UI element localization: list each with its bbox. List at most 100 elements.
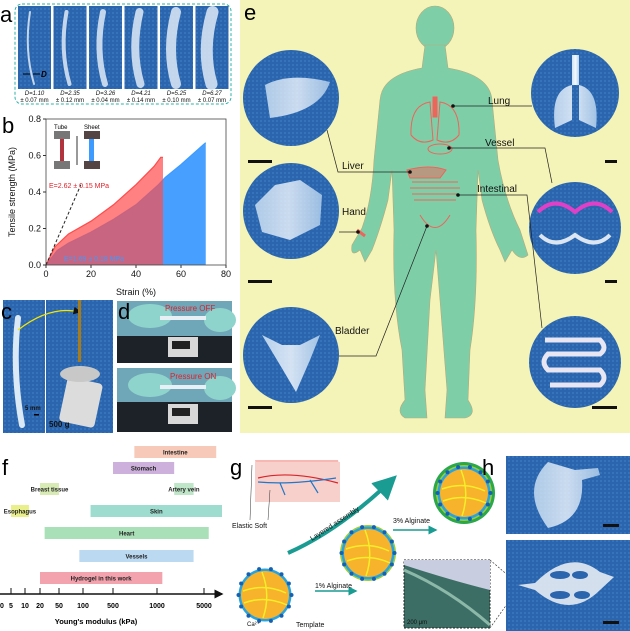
one-layer-sphere <box>339 525 397 581</box>
template-sphere <box>236 567 294 623</box>
sheet-modulus-annotation: E=1.69 ± 0.18 MPa <box>64 256 124 263</box>
x-tick-label: 100 <box>77 603 89 610</box>
panel-h: h <box>482 455 630 631</box>
pressure-off-photo <box>117 301 236 363</box>
range-bar <box>113 462 175 474</box>
tube-sample: D=5.25± 0.10 mm <box>160 6 193 104</box>
modulus-bar: Skin <box>90 505 222 517</box>
calcium-label: Ca²⁺ <box>247 621 260 628</box>
hand-photo <box>243 163 339 259</box>
area-tube <box>46 157 163 265</box>
x-tick-label: 1000 <box>149 603 165 610</box>
elastic-soft-label: Elastic Soft <box>232 523 267 530</box>
modulus-bar: Vessels <box>79 550 194 562</box>
panel-a: a D=1.10± 0.07 mmD=2.35± 0.12 mmD=3.26± … <box>0 2 232 105</box>
alginate-3-label: 3% Alginate <box>393 518 430 525</box>
scale-bars <box>248 160 617 409</box>
y-tick-label: 0.2 <box>28 224 41 234</box>
panel-label-g: g <box>230 455 242 480</box>
panel-label-c: c <box>1 299 12 324</box>
hydrogel-tube <box>96 9 108 87</box>
modulus-bar: Heart <box>44 527 209 539</box>
layered-assembly-arrow <box>287 475 397 555</box>
hydrogel-tube <box>166 7 181 89</box>
range-bar <box>11 505 29 517</box>
diameter-error: ± 0.07 mm <box>20 98 48 104</box>
human-body <box>351 5 529 419</box>
x-axis-label: Strain (%) <box>116 287 156 297</box>
tube-photo <box>53 6 87 89</box>
tube-sample: D=6.27± 0.07 mm <box>195 6 229 104</box>
micrograph: 200 μm <box>403 559 491 629</box>
organs <box>356 96 460 238</box>
x-tick-label: 5000 <box>196 603 212 610</box>
alginate-1-label: 1% Alginate <box>315 583 352 590</box>
tube-modulus-annotation: E=2.62 ± 0.15 MPa <box>49 183 109 190</box>
x-tick-label: 10 <box>21 603 29 610</box>
modulus-bar: Esophagus <box>4 505 37 517</box>
tube-photo <box>18 6 51 89</box>
x-tick-label: 80 <box>221 269 231 279</box>
diameter-value: D=4.21 <box>131 91 151 97</box>
panel-label-b: b <box>2 113 14 138</box>
line-tube <box>45 156 163 266</box>
x-tick-label: 5 <box>9 603 13 610</box>
panel-g: g Elastic Soft Layered assembly 1% Algin… <box>230 455 518 629</box>
pressure-on-label: Pressure ON <box>170 372 216 381</box>
bar-label: Breast tissue <box>31 488 69 494</box>
stomach-photo <box>506 456 630 534</box>
y-tick-label: 0.8 <box>28 114 41 124</box>
hydrogel-tube <box>61 10 72 86</box>
organ-label-hand: Hand <box>342 207 366 218</box>
lung-photo <box>531 49 619 137</box>
diameter-error: ± 0.12 mm <box>56 98 84 104</box>
pressure-on-photo <box>117 368 236 432</box>
range-bar <box>79 550 194 562</box>
bladder-photo <box>243 307 339 403</box>
x-tick-label: 0 <box>43 269 48 279</box>
y-tick-label: 0.4 <box>28 187 41 197</box>
area-sheet <box>46 142 206 265</box>
y-tick-label: 0.0 <box>28 260 41 270</box>
diameter-value: D=5.25 <box>167 91 187 97</box>
range-bar <box>40 572 163 584</box>
diameter-marker: D <box>23 70 47 79</box>
diameter-value: D=6.27 <box>202 91 222 97</box>
bar-label: Vessels <box>125 555 148 561</box>
hydrogel-tube <box>200 6 219 90</box>
pressure-off-label: Pressure OFF <box>165 304 215 313</box>
pointer-lines <box>249 464 271 521</box>
range-bar <box>174 483 194 495</box>
diameter-marker-label: D <box>41 70 47 79</box>
bar-label: Artery vein <box>168 488 200 494</box>
diameter-error: ± 0.07 mm <box>198 98 226 104</box>
inset-label-sheet: Sheet <box>84 125 100 131</box>
hydrogel-tube <box>12 315 25 428</box>
diameter-value: D=2.35 <box>60 91 80 97</box>
panel-c: c 5 mm 500 g <box>1 299 113 433</box>
intestinal-photo <box>529 316 621 408</box>
arrow-icon <box>17 306 82 331</box>
hydrogel-tube <box>26 11 35 85</box>
modulus-bar: Stomach <box>113 462 175 474</box>
panel-label-f: f <box>2 455 9 480</box>
panel-label-d: d <box>118 299 130 324</box>
bar-label: Intestine <box>163 451 188 457</box>
tube-sample: D=1.10± 0.07 mm <box>18 6 51 104</box>
panel-d: d Pressure OFF Pressure ON <box>117 299 236 432</box>
bar-label: Hydrogel in this work <box>71 577 133 583</box>
x-tick-label: 20 <box>86 269 96 279</box>
tube-photo <box>3 300 45 433</box>
bar-label: Skin <box>150 510 163 516</box>
tube-sample: D=3.26± 0.04 mm <box>89 6 122 104</box>
skin-block <box>255 460 340 502</box>
vascular-network-photo <box>506 540 630 631</box>
panel-label-h: h <box>482 455 494 480</box>
range-bar <box>90 505 222 517</box>
x-tick-label: 0 <box>0 603 4 610</box>
y-axis-label: Tensile strength (MPa) <box>7 147 17 237</box>
